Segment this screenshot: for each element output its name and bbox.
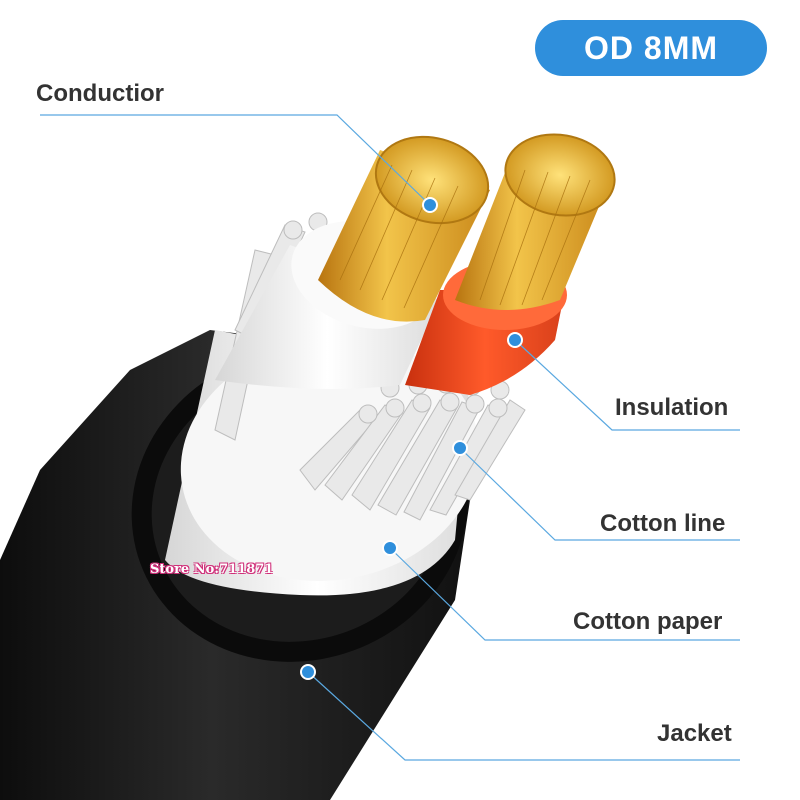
callout-dot-cotton-line xyxy=(452,440,468,456)
callout-dot-jacket xyxy=(300,664,316,680)
store-watermark: Store No:711871 xyxy=(150,562,274,577)
copper-conductors xyxy=(318,133,616,322)
label-cotton-paper: Cotton paper xyxy=(573,608,723,635)
label-jacket: Jacket xyxy=(657,720,732,747)
callout-dot-cotton-paper xyxy=(382,540,398,556)
label-conductor: Conductior xyxy=(36,80,164,107)
callout-dots xyxy=(300,197,523,680)
callout-dot-insulation xyxy=(507,332,523,348)
callout-dot-conductor xyxy=(422,197,438,213)
label-insulation: Insulation xyxy=(615,394,729,421)
od-size-badge: OD 8MM xyxy=(535,20,767,76)
callout-lines xyxy=(40,114,740,761)
label-cotton-line: Cotton line xyxy=(600,510,726,537)
